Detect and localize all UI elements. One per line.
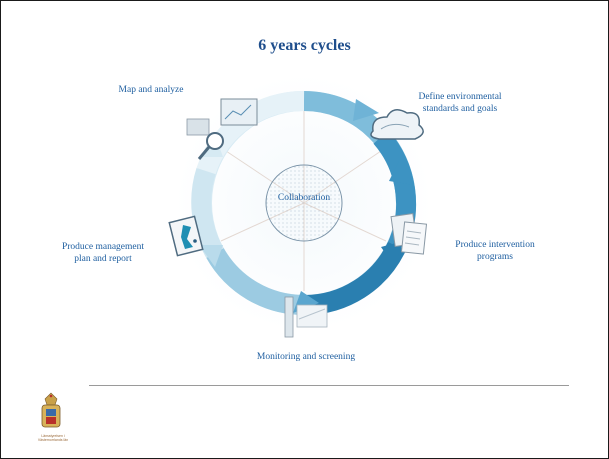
- step-label-line: standards and goals: [422, 104, 498, 114]
- step-label-line: plan and report: [74, 254, 132, 264]
- slide-title: 6 years cycles: [258, 37, 351, 54]
- center-label: Collaboration: [277, 193, 331, 203]
- step-label-monitoring: Monitoring and screening: [231, 351, 381, 363]
- footer-divider: [89, 385, 569, 386]
- logo-caption: Länsstyrelsen i Västernorrlands län: [17, 434, 89, 442]
- map-illustration: [186, 98, 258, 160]
- step-label-line: Define environmental: [418, 92, 502, 102]
- intervention-illustration: [390, 213, 428, 255]
- logo-caption-line: Länsstyrelsen i: [41, 434, 65, 438]
- step-label-line: Monitoring and screening: [256, 352, 356, 362]
- step-label-map: Map and analyze: [93, 84, 209, 96]
- step-label-line: Map and analyze: [118, 85, 184, 95]
- step-label-intervention: Produce intervention programs: [433, 239, 557, 263]
- step-label-define: Define environmental standards and goals: [399, 91, 521, 115]
- logo-caption-line: Västernorrlands län: [37, 438, 69, 442]
- step-label-line: Produce intervention: [455, 240, 535, 250]
- step-label-line: Produce management: [61, 242, 145, 252]
- center-circle: [265, 164, 343, 242]
- monitoring-illustration: [284, 296, 328, 338]
- step-label-management: Produce management plan and report: [45, 241, 161, 265]
- management-plan-illustration: [168, 215, 204, 257]
- goals-illustration: [370, 109, 424, 140]
- step-label-line: programs: [477, 252, 513, 262]
